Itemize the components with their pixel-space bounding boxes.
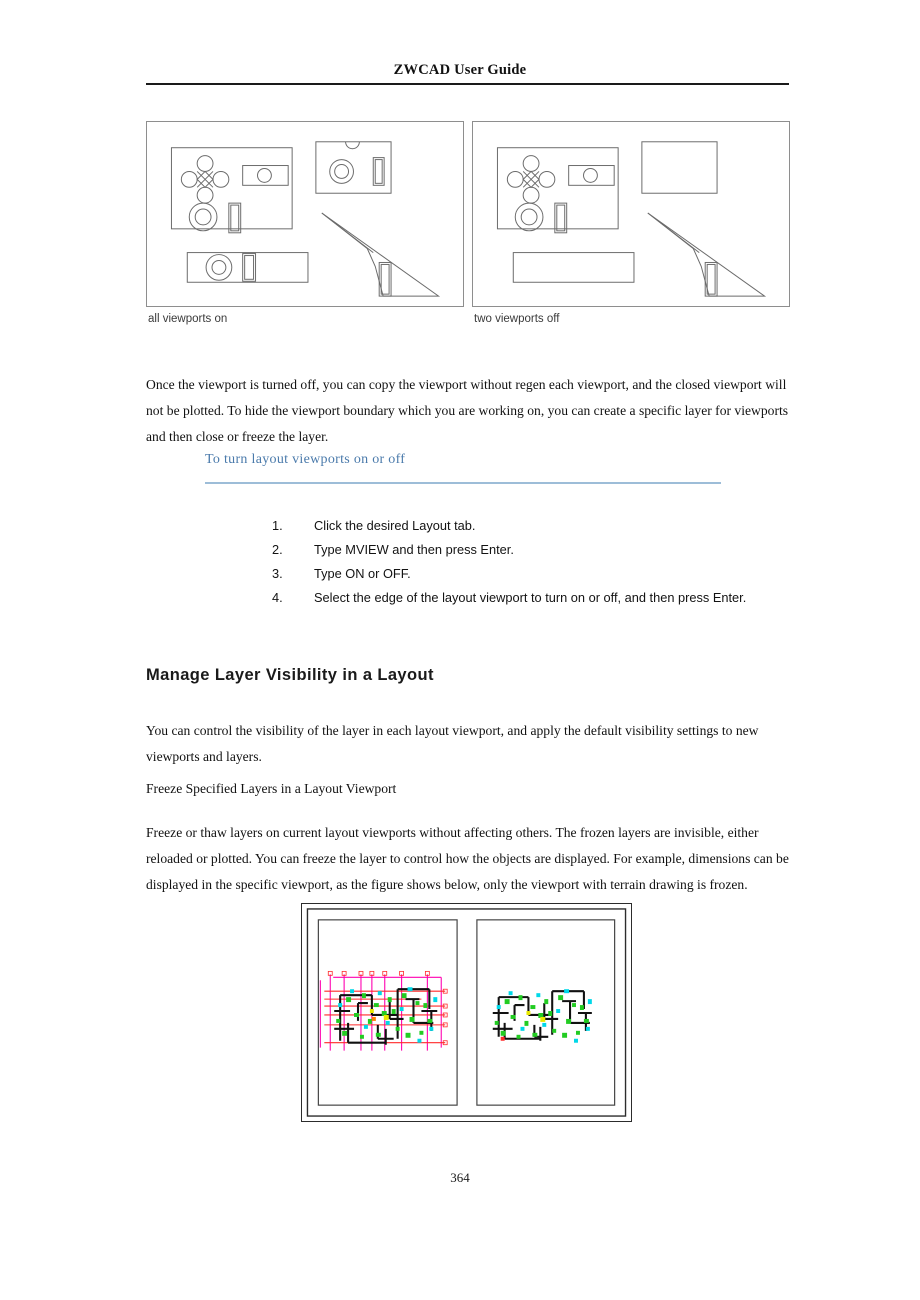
step-text: Type ON or OFF.	[314, 565, 411, 581]
page-number: 364	[450, 1170, 470, 1185]
step-number: 3.	[272, 565, 283, 581]
manage-layer-paragraph: You can control the visibility of the la…	[146, 722, 759, 764]
step-text: Type MVIEW and then press Enter.	[314, 541, 514, 557]
list-item: 2. Type MVIEW and then press Enter.	[272, 542, 832, 566]
section-heading-manage-layer-visibility: Manage Layer Visibility in a Layout	[146, 665, 434, 684]
figure-frozen-layer-viewports	[301, 903, 632, 1122]
figure-viewport-comparison: all viewports on two viewports off	[146, 121, 790, 336]
figure-caption-two-off: two viewports off	[474, 313, 560, 325]
procedure-heading: To turn layout viewports on or off	[205, 452, 406, 467]
intro-paragraph: Once the viewport is turned off, you can…	[146, 376, 789, 444]
list-item: 3. Type ON or OFF.	[272, 566, 832, 590]
figure-all-viewports-on	[146, 121, 464, 307]
step-number: 1.	[272, 517, 283, 533]
figure-caption-all-on: all viewports on	[148, 313, 228, 325]
step-text: Select the edge of the layout viewport t…	[314, 589, 747, 605]
list-item: 1. Click the desired Layout tab.	[272, 518, 832, 542]
subsection-heading-freeze-layers: Freeze Specified Layers in a Layout View…	[146, 781, 397, 796]
step-number: 2.	[272, 541, 283, 557]
freeze-layers-paragraph: Freeze or thaw layers on current layout …	[146, 824, 789, 892]
procedure-step-list: 1. Click the desired Layout tab. 2. Type…	[232, 518, 832, 614]
page-header-title: ZWCAD User Guide	[393, 62, 527, 78]
step-number: 4.	[272, 589, 283, 605]
step-text: Click the desired Layout tab.	[314, 517, 476, 533]
header-divider-rule	[146, 83, 789, 85]
procedure-heading-rule	[205, 482, 721, 484]
list-item: 4. Select the edge of the layout viewpor…	[272, 590, 832, 614]
figure-two-viewports-off	[472, 121, 790, 307]
